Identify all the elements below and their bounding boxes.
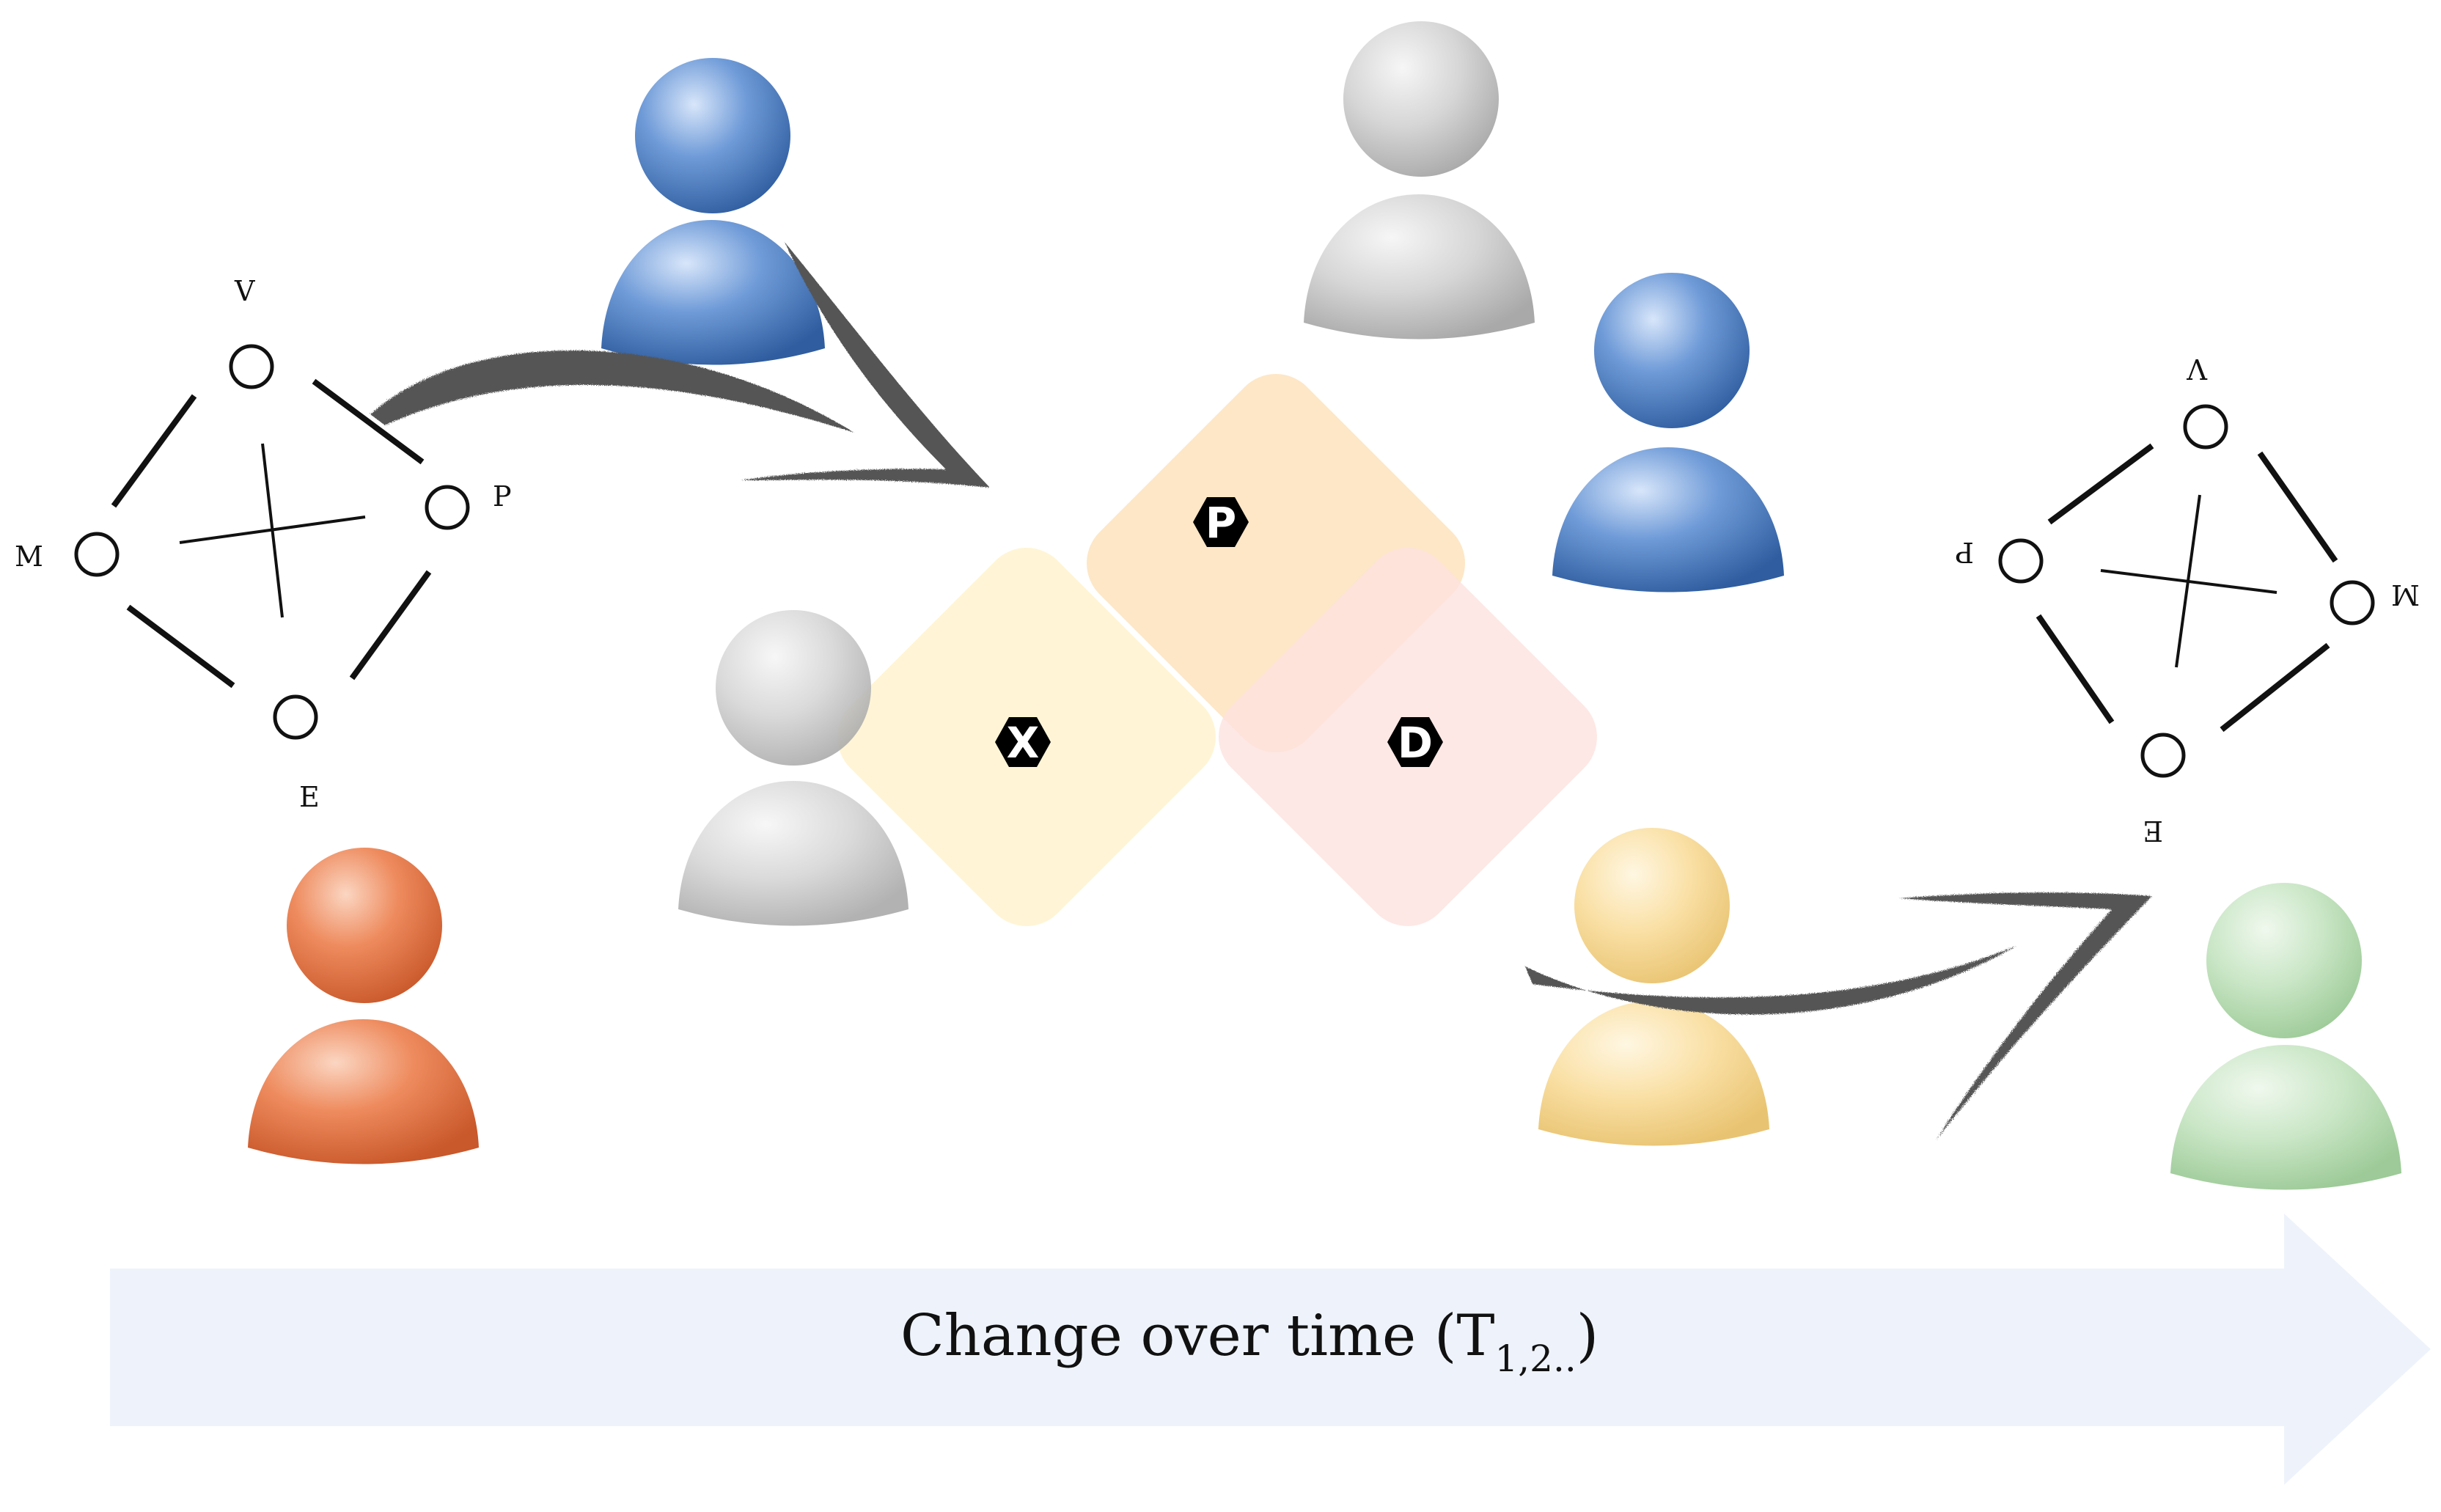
time-arrow-band: [110, 1214, 2431, 1485]
left-node-label-right: P: [493, 480, 512, 513]
person-green: [2170, 883, 2401, 1190]
person-head: [1343, 21, 1499, 177]
caption-main: Change over time (T: [900, 1303, 1494, 1369]
right-node-label-right: M: [2391, 579, 2420, 611]
person-head: [1594, 273, 1750, 428]
person-gray-middle: [678, 610, 909, 926]
venn-label-right: D: [1398, 718, 1433, 768]
time-arrow: Change over time (T1,2..): [110, 1214, 2431, 1485]
network-node: [425, 485, 470, 530]
network-node: [1998, 538, 2044, 584]
chalk-arrow-right: [1525, 892, 2152, 1140]
person-body: [248, 1019, 479, 1164]
chalk-arrow-shaft: [370, 350, 854, 433]
venn-label-top: P: [1205, 498, 1237, 548]
person-body: [1304, 194, 1535, 340]
edge: [2220, 642, 2330, 733]
chalk-arrow-left: [370, 242, 990, 488]
person-head: [287, 848, 442, 1003]
hexagon-icon: [995, 717, 1051, 767]
network-node: [2140, 733, 2186, 778]
network-node: [273, 694, 318, 740]
person-body: [1538, 1001, 1769, 1146]
left-node-label-left: M: [15, 540, 43, 573]
edge: [2047, 443, 2154, 525]
person-body: [2170, 1045, 2401, 1190]
edge: [111, 394, 197, 508]
time-arrow-caption: Change over time (T1,2..): [900, 1303, 1598, 1380]
network-node: [74, 532, 120, 577]
hexagon-icon: [1193, 497, 1249, 547]
network-node: [2183, 404, 2228, 449]
edge: [2036, 614, 2115, 724]
caption-close: ): [1576, 1303, 1598, 1369]
edge: [2100, 569, 2277, 594]
person-head: [2206, 883, 2362, 1038]
person-yellow: [1538, 828, 1769, 1146]
person-body: [1552, 447, 1784, 592]
person-orange: [248, 848, 479, 1164]
edge: [179, 515, 366, 544]
venn-badge-right: D: [1387, 717, 1443, 768]
edge: [2257, 451, 2338, 563]
left-network: [74, 344, 470, 740]
left-node-label-bottom: E: [299, 781, 320, 813]
left-node-label-top: V: [234, 275, 255, 307]
right-network: [1998, 404, 2375, 778]
caption-subscript: 1,2..: [1494, 1337, 1576, 1380]
chalk-arrow-head: [1899, 892, 2152, 1140]
person-gray-top: [1304, 21, 1535, 340]
venn-badge-left: X: [995, 717, 1051, 768]
venn-badge-top: P: [1193, 497, 1249, 548]
person-blue-right: [1552, 273, 1784, 592]
person-head: [1574, 828, 1730, 983]
edge: [126, 604, 235, 689]
right-node-label-left: P: [1955, 536, 1974, 568]
person-blue-top: [601, 58, 825, 365]
person-body: [601, 220, 825, 365]
person-body: [678, 781, 909, 926]
edge: [349, 570, 432, 680]
network-node: [2330, 580, 2375, 625]
person-head: [716, 610, 871, 766]
chalk-arrow-head: [741, 242, 990, 488]
hexagon-icon: [1387, 717, 1443, 767]
venn-label-left: X: [1007, 718, 1040, 768]
right-node-label-top: V: [2187, 353, 2208, 385]
edge: [312, 378, 425, 465]
right-network-labels: V P E M: [1955, 353, 2420, 847]
person-head: [635, 58, 790, 213]
network-node: [229, 344, 274, 389]
chalk-arrow-shaft: [1525, 946, 2016, 1015]
right-node-label-bottom: E: [2143, 815, 2163, 847]
